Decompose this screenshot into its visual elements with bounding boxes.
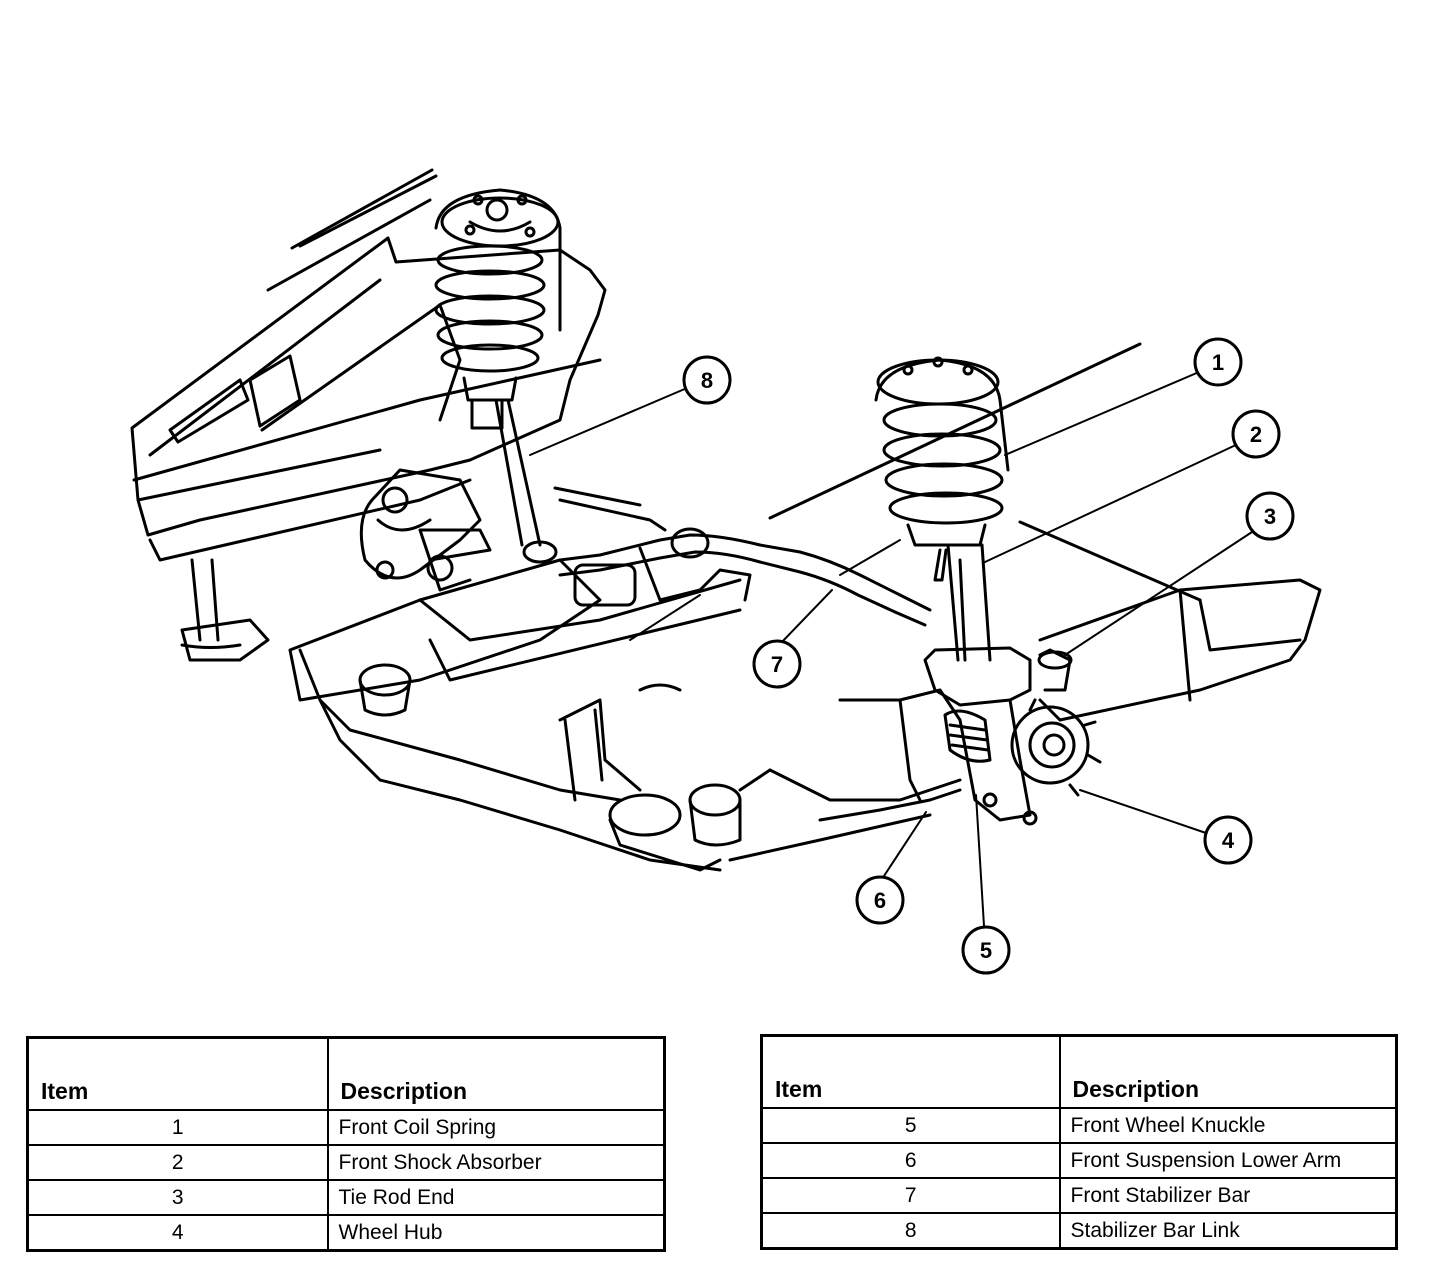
item-number: 7 [760, 1177, 1061, 1214]
item-number: 2 [26, 1144, 329, 1181]
callout-2-label: 2 [1250, 422, 1262, 447]
item-column-header: Item [760, 1034, 1061, 1109]
table-header-row: Item Description [760, 1034, 1398, 1109]
table-row: 1 Front Coil Spring [26, 1109, 666, 1146]
item-description: Wheel Hub [326, 1214, 666, 1252]
right-strut-assembly [874, 356, 1010, 662]
item-number: 8 [760, 1212, 1061, 1250]
item-number: 1 [26, 1109, 329, 1146]
callout-5-label: 5 [980, 938, 992, 963]
item-description: Front Stabilizer Bar [1058, 1177, 1398, 1214]
item-description: Front Wheel Knuckle [1058, 1107, 1398, 1144]
table-row: 5 Front Wheel Knuckle [760, 1107, 1398, 1144]
item-description: Front Suspension Lower Arm [1058, 1142, 1398, 1179]
callout-7-label: 7 [771, 652, 783, 677]
callout-4: 4 [1203, 815, 1253, 865]
body-outline [266, 168, 1202, 602]
item-number: 6 [760, 1142, 1061, 1179]
callout-8-label: 8 [701, 368, 713, 393]
stabilizer-bar [553, 486, 932, 627]
callout-2: 2 [1231, 409, 1281, 459]
callout-7: 7 [752, 639, 802, 689]
right-frame-rail [1038, 578, 1322, 722]
right-knuckle-hub [728, 646, 1102, 862]
parts-table-right: Item Description 5 Front Wheel Knuckle 6… [760, 1034, 1398, 1250]
callout-1: 1 [1193, 337, 1243, 387]
table-row: 8 Stabilizer Bar Link [760, 1212, 1398, 1250]
item-number: 4 [26, 1214, 329, 1252]
left-strut-assembly [434, 188, 562, 564]
callout-5: 5 [961, 925, 1011, 975]
callout-1-label: 1 [1212, 350, 1224, 375]
suspension-diagram: 1 2 3 4 5 6 7 8 [130, 168, 1322, 975]
callout-3-label: 3 [1264, 504, 1276, 529]
description-column-header: Description [1058, 1034, 1398, 1109]
item-description: Stabilizer Bar Link [1058, 1212, 1398, 1250]
crossmember [288, 558, 742, 872]
item-description: Front Coil Spring [326, 1109, 666, 1146]
item-description: Tie Rod End [326, 1179, 666, 1216]
callout-3: 3 [1245, 491, 1295, 541]
item-description: Front Shock Absorber [326, 1144, 666, 1181]
left-frame-rail [130, 236, 607, 662]
table-header-row: Item Description [26, 1036, 666, 1111]
callout-6-label: 6 [874, 888, 886, 913]
table-row: 7 Front Stabilizer Bar [760, 1177, 1398, 1214]
callout-8: 8 [682, 355, 732, 405]
table-row: 3 Tie Rod End [26, 1179, 666, 1216]
callout-4-label: 4 [1222, 828, 1235, 853]
leader-lines [529, 371, 1253, 927]
table-row: 4 Wheel Hub [26, 1214, 666, 1252]
parts-table-left: Item Description 1 Front Coil Spring 2 F… [26, 1036, 666, 1252]
item-number: 5 [760, 1107, 1061, 1144]
item-column-header: Item [26, 1036, 329, 1111]
callout-6: 6 [855, 875, 905, 925]
left-knuckle [359, 468, 492, 592]
item-number: 3 [26, 1179, 329, 1216]
table-row: 2 Front Shock Absorber [26, 1144, 666, 1181]
callouts: 1 2 3 4 5 6 7 8 [682, 337, 1295, 975]
description-column-header: Description [326, 1036, 666, 1111]
table-row: 6 Front Suspension Lower Arm [760, 1142, 1398, 1179]
